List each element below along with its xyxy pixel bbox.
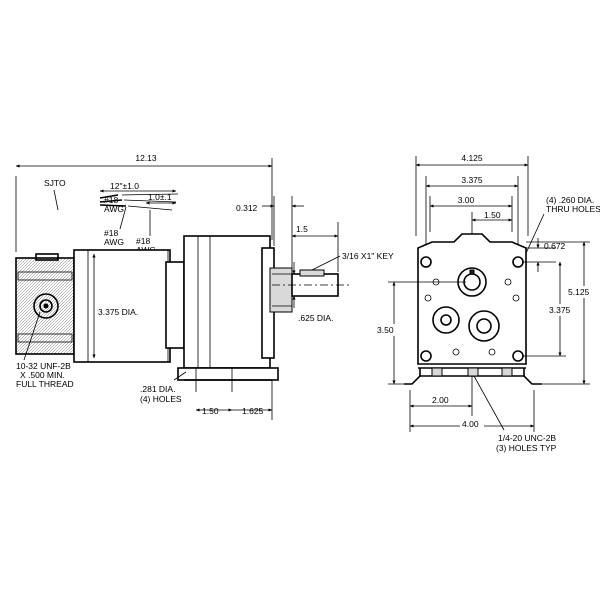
shaft-offset-label: 0.312 <box>236 203 258 213</box>
overall-length-label: 12.13 <box>135 153 157 163</box>
shaft-length-label: 1.5 <box>296 224 308 234</box>
motor-end-cap <box>15 253 75 355</box>
motor-body <box>73 249 185 363</box>
side-view: 12.13 SJTO 12"±1.0 1.0±.1 #18 AWG #18 <box>15 153 394 420</box>
motor-diameter-dimension: 3.375 DIA. <box>92 253 160 359</box>
overall-height-dimension: 5.125 <box>526 241 596 385</box>
mounting-foot <box>177 367 279 392</box>
shaft-dimensions: 0.312 1.5 <box>236 196 339 272</box>
half-base-dimension: 2.00 <box>409 376 473 416</box>
vertical-spacing-dimension: 3.50 <box>376 281 466 385</box>
center-width-dimension: 3.00 <box>429 195 513 232</box>
top-offset-dimension: 0.672 <box>522 238 566 272</box>
motor-diameter-label: 3.375 DIA. <box>98 307 138 317</box>
thread-note: 10-32 UNF-2B X .500 MIN. FULL THREAD <box>16 311 74 389</box>
vertical-spacing-label: 3.50 <box>377 325 394 335</box>
end-view-base <box>404 367 542 385</box>
wire-labels: #18 AWG #18 AWG #18 AWG <box>104 195 156 255</box>
lead-length-dimension: 12"±1.0 1.0±.1 <box>99 181 177 205</box>
wire-2-unit: AWG <box>104 237 124 247</box>
foot-dimension-b: 1.625 <box>242 406 264 416</box>
inner-height-dimension: 3.375 <box>522 261 576 357</box>
foot-dimension-a: 1.50 <box>202 406 219 416</box>
shaft-diameter-label: .625 DIA. <box>298 313 333 323</box>
overall-height-label: 5.125 <box>568 287 590 297</box>
gearbox-face <box>417 233 527 365</box>
cord-type-label: SJTO <box>44 178 66 188</box>
half-base-label: 2.00 <box>432 395 449 405</box>
base-width-label: 4.00 <box>462 419 479 429</box>
key-callout: 3/16 X1" KEY <box>311 251 394 271</box>
foot-dimensions: 1.50 1.625 <box>195 380 273 420</box>
inner-height-label: 3.375 <box>549 305 571 315</box>
shaft-offset-label-end: 1.50 <box>484 210 501 220</box>
overall-width-dimension: 4.125 <box>415 153 529 236</box>
overall-length-dimension: 12.13 <box>15 153 273 252</box>
shaft-diameter-dimension: .625 DIA. <box>292 262 333 323</box>
wire-1-gauge: #18 <box>104 195 118 205</box>
tapped-holes-count: (3) HOLES TYP <box>496 443 557 453</box>
tapped-holes-callout: 1/4-20 UNC-2B (3) HOLES TYP <box>473 375 557 453</box>
center-width-label: 3.00 <box>458 195 475 205</box>
wire-3-gauge: #18 <box>136 236 150 246</box>
base-width-dimension: 4.00 <box>409 390 535 432</box>
hole-spacing-label: 3.375 <box>461 175 483 185</box>
mount-holes-size: .281 DIA. <box>140 384 175 394</box>
thru-holes-size: (4) .260 DIA. <box>546 195 594 205</box>
overall-width-label: 4.125 <box>461 153 483 163</box>
thread-note-line-3: FULL THREAD <box>16 379 74 389</box>
tapped-holes-size: 1/4-20 UNC-2B <box>498 433 556 443</box>
thru-holes-callout: (4) .260 DIA. THRU HOLES <box>521 195 600 263</box>
gearbox <box>183 235 293 369</box>
lead-length-label: 12"±1.0 <box>110 181 139 191</box>
hole-spacing-dimension: 3.375 <box>425 175 519 256</box>
thru-holes-label: THRU HOLES <box>546 204 600 214</box>
top-offset-label: 0.672 <box>544 241 566 251</box>
mount-holes-count: (4) HOLES <box>140 394 182 404</box>
wire-2-gauge: #18 <box>104 228 118 238</box>
mount-holes-callout: .281 DIA. (4) HOLES <box>140 371 187 404</box>
wire-1-unit: AWG <box>104 204 124 214</box>
end-view: 4.125 3.375 3.00 1.50 (4) .260 DIA. THRU… <box>376 153 600 453</box>
thread-note-line-2: X .500 MIN. <box>20 370 65 380</box>
thread-note-line-1: 10-32 UNF-2B <box>16 361 71 371</box>
key-label: 3/16 X1" KEY <box>342 251 394 261</box>
strip-length-label: 1.0±.1 <box>148 192 172 202</box>
